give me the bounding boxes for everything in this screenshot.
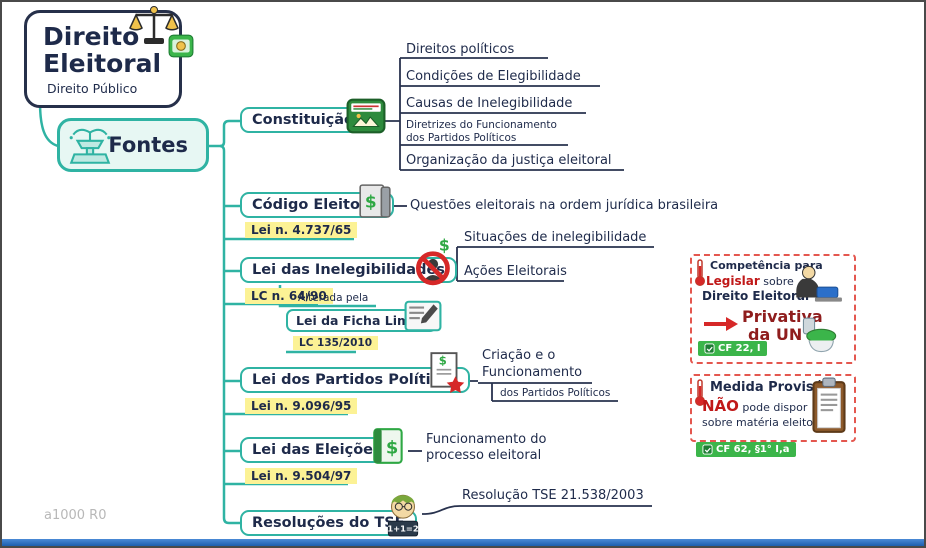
svg-text:1+1=2: 1+1=2 [387, 524, 419, 534]
child-diretrizes-partidos: Diretrizes do Funcionamento dos Partidos… [406, 119, 557, 144]
ficha-limpa-icon [404, 300, 442, 332]
node-resolucoes-tse: Resoluções do TSE [240, 510, 417, 536]
child-situacoes-inelegibilidade: Situações de inelegibilidade [464, 230, 647, 245]
note1-da-un: da UN [748, 325, 803, 344]
note2-badge: CF 62, §1° I,a [696, 442, 796, 457]
node-tse-label: Resoluções do TSE [252, 515, 405, 531]
node-ficha-limpa-label: Lei da Ficha Limpa [296, 313, 428, 328]
fountain-icon [66, 122, 114, 168]
note1-privativa: Privativa [742, 307, 823, 326]
child-funcionamento-processo: Funcionamento do processo eleitoral [426, 432, 547, 463]
note1-line1: Competência para [710, 259, 823, 272]
root-title: Direito Eleitoral [43, 22, 162, 78]
svg-text:$: $ [386, 437, 398, 458]
node-inelegibilidades-label: Lei das Inelegibilidades [252, 262, 445, 278]
child-acoes-eleitorais: Ações Eleitorais [464, 264, 567, 279]
money-frame-icon [168, 34, 194, 58]
child-resolucao-tse: Resolução TSE 21.538/2003 [462, 488, 644, 503]
typing-person-icon [788, 262, 844, 306]
watermark: a1000 R0 [44, 508, 107, 523]
child-direitos-politicos: Direitos políticos [406, 42, 515, 57]
law-ficha-limpa: LC 135/2010 [293, 336, 379, 350]
note1-badge: CF 22, I [698, 341, 767, 356]
red-arrow-icon [702, 316, 740, 332]
child-causas-inelegibilidade: Causas de Inelegibilidade [406, 96, 573, 111]
note1-badge-label: CF 22, I [718, 343, 761, 354]
amendment-pre-label: Alterada pela [298, 292, 369, 304]
badge-check-icon [704, 343, 715, 354]
note1-line1b: Legislar sobre [706, 274, 794, 288]
thermometer-icon-2 [693, 378, 707, 406]
tse-icon: 1+1=2 [380, 490, 426, 540]
law-eleicoes: Lei n. 9.504/97 [245, 468, 358, 484]
note2-nao: NÃO [702, 397, 739, 415]
node-codigo-label: Código Eleitoral [252, 197, 382, 213]
inelegibilidade-icon: $ [412, 236, 458, 286]
badge-check-icon-2 [702, 444, 713, 455]
note2-nao-line: NÃO pode dispor [702, 397, 807, 415]
child-criacao-funcionamento: Criação e o Funcionamento [482, 348, 583, 380]
svg-text:$: $ [439, 354, 447, 368]
child-questoes-eleitorais: Questões eleitorais na ordem jurídica br… [410, 198, 719, 213]
note1-sobre: sobre [763, 275, 794, 288]
node-constituicao-label: Constituição [252, 112, 355, 128]
note2-rest: pode dispor [742, 401, 808, 414]
partidos-icon: $ [424, 350, 466, 394]
fontes-label: Fontes [108, 133, 188, 157]
note2-title: Medida Provisória [710, 380, 843, 395]
note2-line2: sobre matéria eleitoral [702, 416, 828, 429]
note2-badge-label: CF 62, §1° I,a [716, 444, 790, 455]
svg-text:$: $ [439, 237, 450, 255]
child-organizacao-justica: Organização da justiça eleitoral [406, 153, 612, 168]
law-partidos: Lei n. 9.096/95 [245, 398, 358, 414]
node-partidos-label: Lei dos Partidos Políticos [252, 372, 458, 388]
clipboard-icon [810, 376, 848, 436]
codigo-eleitoral-icon: $ [358, 183, 392, 219]
law-codigo-eleitoral: Lei n. 4.737/65 [245, 222, 358, 238]
bottom-bar [2, 539, 924, 546]
thermometer-icon [693, 258, 707, 286]
constitution-icon [346, 98, 386, 134]
svg-text:$: $ [365, 191, 377, 211]
root-node: Direito Eleitoral Direito Público [24, 10, 182, 108]
root-subtitle: Direito Público [47, 81, 138, 96]
node-ficha-limpa: Lei da Ficha Limpa [286, 309, 438, 332]
tree-edges [38, 101, 376, 525]
node-eleicoes-label: Lei das Eleições [252, 442, 382, 458]
scales-icon [126, 4, 182, 50]
eleicoes-icon: $ [370, 426, 408, 466]
note1-legislar: Legislar [706, 274, 760, 288]
child-dos-partidos-politicos: dos Partidos Políticos [500, 387, 611, 399]
child-condicoes-elegibilidade: Condições de Elegibilidade [406, 69, 581, 84]
note1-line2: Direito Eleitoral [702, 289, 810, 303]
law-inelegibilidades: LC n. 64/90 [245, 288, 333, 304]
toilet-icon [800, 316, 838, 356]
